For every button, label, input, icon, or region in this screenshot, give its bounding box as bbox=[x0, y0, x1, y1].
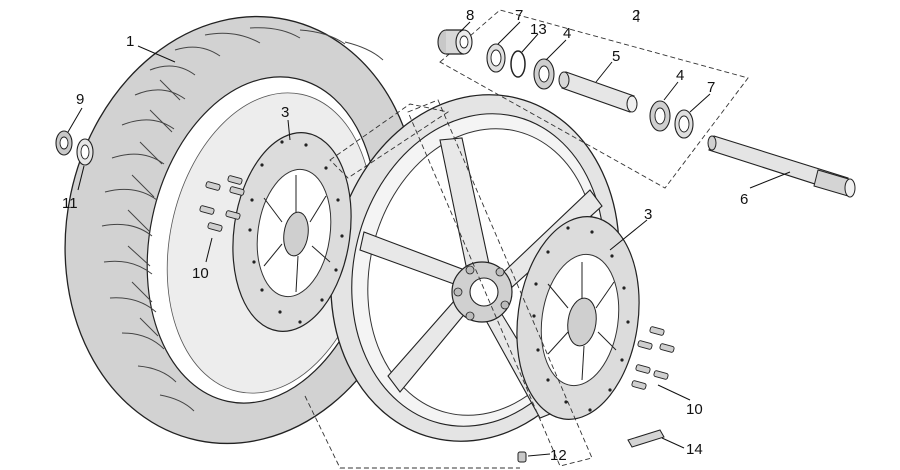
callout-3-left: 3 bbox=[281, 104, 289, 121]
spacer-tube-5 bbox=[558, 71, 638, 113]
callout-2: 2 bbox=[632, 7, 640, 24]
callout-12: 12 bbox=[550, 447, 567, 464]
callout-11: 11 bbox=[62, 195, 78, 212]
disc-bolts-10-left bbox=[199, 175, 245, 232]
callout-5: 5 bbox=[612, 48, 620, 65]
bearing-4-upper bbox=[533, 58, 555, 90]
callout-14: 14 bbox=[686, 441, 703, 458]
circlip-13 bbox=[510, 50, 526, 78]
bearing-4-lower bbox=[649, 100, 671, 132]
callout-9: 9 bbox=[76, 91, 84, 108]
callout-6: 6 bbox=[740, 191, 748, 208]
wheel-axle-6 bbox=[707, 135, 856, 198]
washer-11 bbox=[76, 138, 94, 166]
callout-3-right: 3 bbox=[644, 206, 652, 223]
callout-1: 1 bbox=[126, 33, 134, 50]
leader-lines bbox=[67, 10, 791, 457]
callout-4-upper: 4 bbox=[563, 25, 571, 42]
callout-10-left: 10 bbox=[192, 265, 209, 282]
callout-10-right: 10 bbox=[686, 401, 703, 418]
callout-13: 13 bbox=[530, 21, 547, 38]
dashed-assembly-frames bbox=[304, 9, 749, 469]
seal-ring-7-lower bbox=[674, 109, 694, 139]
axle-nut-9 bbox=[55, 130, 73, 156]
tire-tread-pattern bbox=[101, 27, 384, 412]
callout-8: 8 bbox=[466, 7, 474, 24]
brake-disc-right bbox=[516, 216, 640, 420]
callout-4-lower: 4 bbox=[676, 67, 684, 84]
balance-weight-14 bbox=[627, 429, 665, 448]
disc-bolts-10-right bbox=[631, 326, 675, 390]
seal-ring-7-upper bbox=[486, 43, 506, 73]
spacer-8 bbox=[437, 29, 473, 55]
callout-numbers: 1 2 3 3 4 4 5 6 7 7 8 9 10 10 11 12 13 1… bbox=[62, 7, 748, 464]
brake-disc-left bbox=[232, 132, 352, 332]
callout-7-upper: 7 bbox=[515, 7, 523, 24]
tire-valve-12 bbox=[517, 451, 527, 463]
callout-7-lower: 7 bbox=[707, 79, 715, 96]
